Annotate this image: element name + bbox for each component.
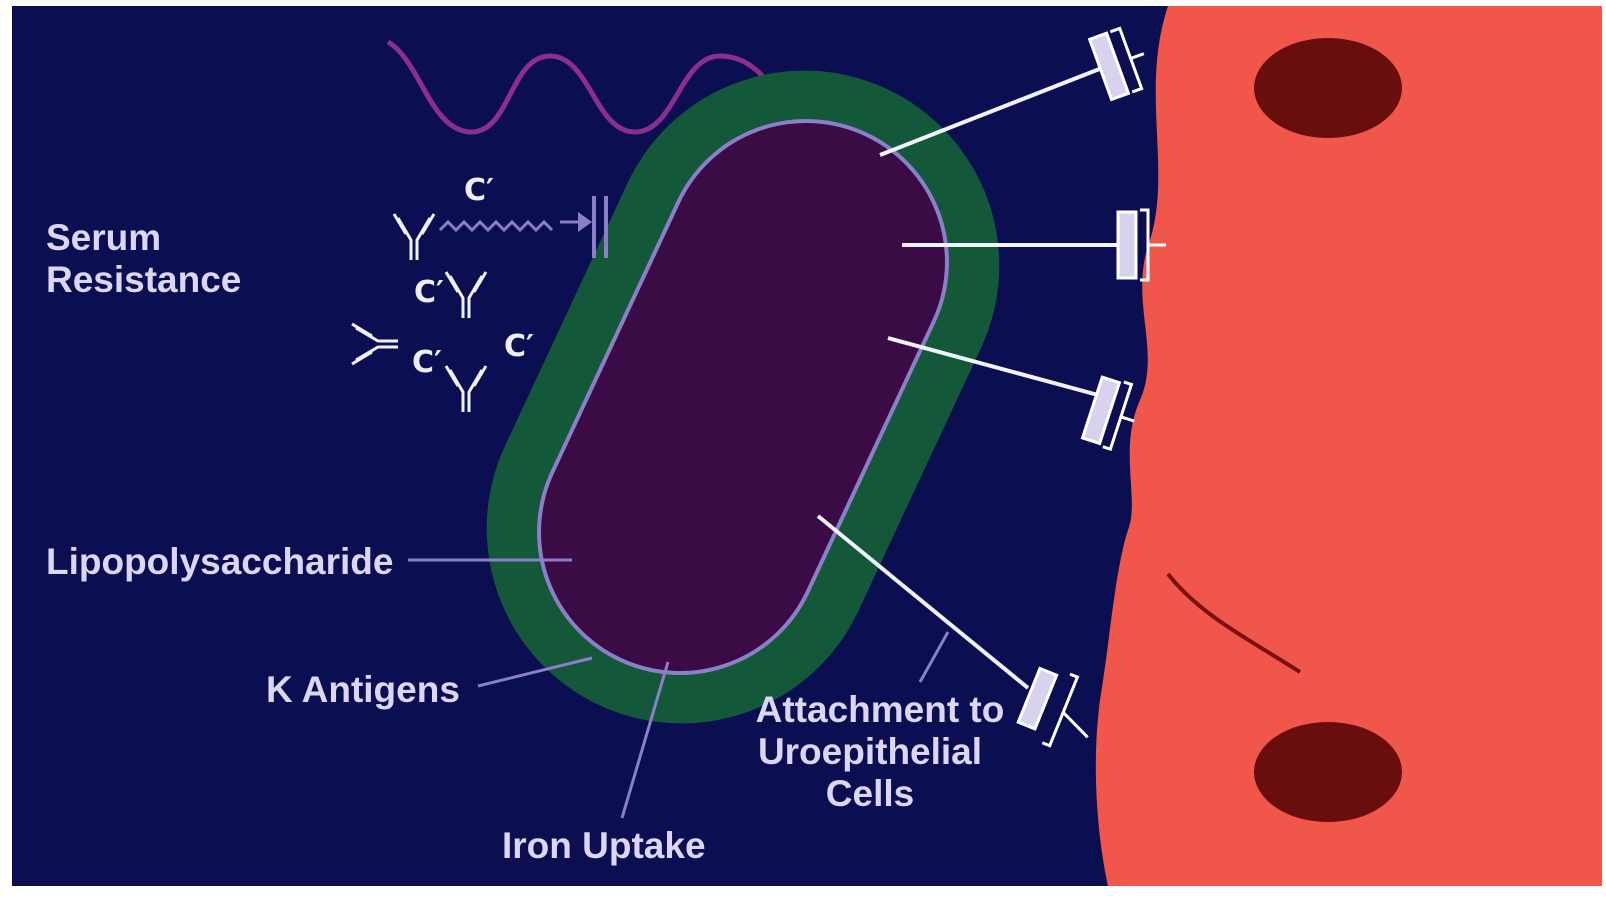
label-serum-resistance-line1: Serum <box>46 217 161 258</box>
host-cell-nucleus-bottom <box>1254 722 1402 822</box>
label-attachment-line2: Uroepithelial <box>758 731 982 772</box>
complement-label-3: C′ <box>504 329 534 364</box>
complement-label-2: C′ <box>414 275 444 310</box>
label-iron-uptake: Iron Uptake <box>502 825 706 866</box>
label-attachment-line1: Attachment to <box>756 689 1005 730</box>
label-serum-resistance-line2: Resistance <box>46 259 241 300</box>
complement-label-4: C′ <box>412 345 442 380</box>
complement-label-1: C′ <box>464 173 494 208</box>
label-lipopolysaccharide: Lipopolysaccharide <box>46 541 394 582</box>
label-k-antigens: K Antigens <box>266 669 460 710</box>
host-cell-nucleus-top <box>1254 38 1402 138</box>
label-attachment-line3: Cells <box>826 773 914 814</box>
